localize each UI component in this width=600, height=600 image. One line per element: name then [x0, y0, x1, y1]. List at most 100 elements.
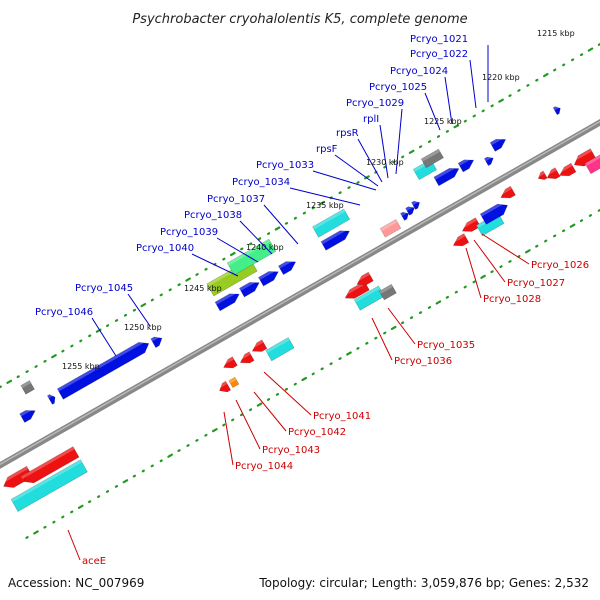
tick-mark	[517, 89, 521, 92]
tick-mark	[552, 234, 557, 238]
cds-forward-body	[278, 261, 297, 276]
cds-forward-shade	[258, 267, 278, 280]
tick-mark	[472, 280, 476, 284]
map-title: Psychrobacter cryohalolentis K5, complet…	[132, 12, 467, 27]
cds-forward-shade	[421, 149, 441, 162]
leader-line	[473, 239, 506, 283]
cds-forward-shade	[320, 226, 349, 245]
tick-mark	[33, 530, 39, 535]
gene-label-forward: rpsF	[316, 144, 338, 155]
tick-mark	[275, 393, 280, 396]
tick-mark	[302, 211, 306, 215]
tick-mark	[418, 311, 423, 314]
tick-mark	[490, 104, 494, 108]
leader-line	[469, 59, 477, 109]
cds-forward-body	[150, 336, 163, 348]
tick-mark	[542, 72, 549, 78]
tick-mark	[240, 413, 244, 417]
tick-mark	[569, 223, 576, 228]
leader-line	[91, 317, 117, 357]
accession-text: Accession: NC_007969	[8, 576, 144, 590]
cds-forward-body	[489, 138, 507, 152]
cds-reverse-body	[537, 170, 548, 180]
cds-reverse-body	[10, 459, 88, 512]
tick-mark	[159, 293, 163, 297]
cds-forward-shade	[239, 278, 259, 291]
leader-line	[67, 529, 81, 561]
gene-label-forward: Pcryo_1025	[369, 82, 427, 93]
cds-forward-body	[379, 219, 402, 238]
gene-label-reverse: Pcryo_1044	[235, 461, 293, 472]
label-leaders	[67, 45, 530, 561]
cds-reverse	[0, 465, 34, 488]
tick-mark	[401, 321, 405, 325]
kbp-label: 1220 kbp	[482, 73, 520, 82]
tick-mark	[472, 114, 476, 118]
tick-mark	[70, 344, 74, 348]
tick-mark	[168, 288, 172, 292]
tick-mark	[284, 387, 288, 391]
cds-forward-body	[552, 106, 561, 116]
feature-track	[0, 104, 600, 512]
gene-label-reverse: Pcryo_1036	[394, 356, 452, 367]
tick-mark	[267, 232, 271, 235]
cds-reverse-shade	[379, 284, 393, 294]
leader-line	[289, 187, 361, 206]
cds-reverse-shade	[20, 446, 75, 480]
tick-mark	[249, 408, 253, 412]
tick-mark	[427, 140, 432, 143]
cds-forward-shade	[553, 104, 560, 111]
tick-mark	[132, 474, 136, 478]
cds-forward-shade	[484, 154, 493, 162]
tick-mark	[34, 365, 38, 368]
tick-mark	[490, 270, 494, 274]
cds-forward	[258, 267, 279, 287]
cds-forward	[214, 289, 240, 312]
tick-mark	[301, 376, 308, 382]
leader-line	[424, 92, 441, 131]
tick-mark	[284, 222, 289, 225]
cds-reverse-body	[378, 283, 397, 301]
cds-reverse-body	[223, 356, 238, 369]
cds-reverse	[265, 337, 295, 362]
tick-mark	[320, 367, 324, 371]
cds-forward-shade	[57, 338, 148, 392]
leader-line	[235, 399, 261, 450]
cds-forward-body	[238, 282, 260, 298]
cds-forward-shade	[458, 155, 473, 166]
leader-line	[263, 204, 299, 245]
cds-reverse-shade	[217, 381, 228, 389]
cds-forward	[483, 154, 494, 166]
tick-mark	[266, 398, 271, 401]
leader-line	[253, 391, 287, 432]
cds-forward-body	[433, 167, 460, 187]
tick-mark	[141, 469, 145, 473]
tick-mark	[240, 247, 244, 251]
cds-forward	[312, 208, 351, 238]
tick-mark	[463, 119, 467, 123]
tick-mark	[409, 316, 414, 320]
cds-reverse	[450, 233, 470, 247]
tick-mark	[445, 130, 449, 133]
tick-mark	[480, 274, 486, 279]
gene-label-reverse: Pcryo_1027	[507, 278, 565, 289]
gene-label-forward: Pcryo_1024	[390, 66, 448, 77]
cds-reverse-shade	[354, 285, 381, 303]
cds-reverse-shade	[342, 281, 366, 297]
tick-mark	[445, 295, 449, 299]
tick-mark	[374, 336, 378, 340]
cds-reverse-shade	[237, 351, 251, 361]
cds-reverse	[544, 167, 561, 180]
cds-reverse-body	[584, 148, 600, 175]
cds-forward-shade	[411, 199, 420, 206]
cds-reverse	[20, 446, 80, 484]
cds-forward-body	[457, 159, 475, 173]
tick-mark	[408, 149, 415, 154]
cds-reverse-shade	[498, 186, 512, 196]
tick-mark	[77, 504, 84, 509]
tick-mark	[579, 219, 584, 222]
gene-label-reverse: Pcryo_1041	[313, 411, 371, 422]
tick-mark	[453, 124, 460, 129]
cds-forward-shade	[227, 239, 271, 266]
tick-mark	[52, 520, 56, 524]
